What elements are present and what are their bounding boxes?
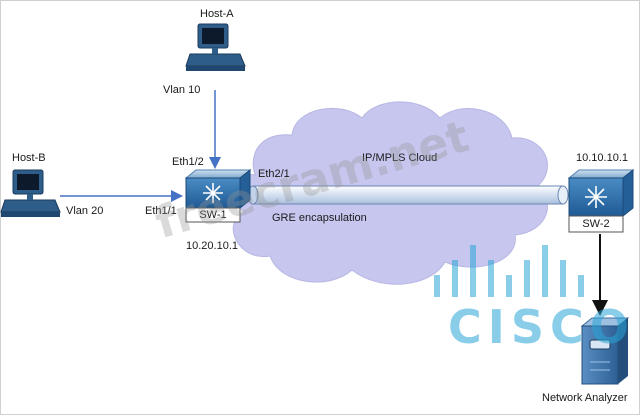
host-a-label: Host-A <box>200 8 234 20</box>
sw1-port-eth1-1: Eth1/1 <box>145 205 177 217</box>
sw2-ip: 10.10.10.1 <box>576 152 628 164</box>
cloud-label: IP/MPLS Cloud <box>362 152 438 164</box>
sw1-port-eth2-1: Eth2/1 <box>258 168 290 180</box>
gre-encapsulation-label: GRE encapsulation <box>272 212 367 224</box>
sw1-name: SW-1 <box>199 209 227 221</box>
sw1-switch-icon <box>184 168 252 223</box>
cisco-logo-bars <box>434 245 584 297</box>
network-analyzer-label: Network Analyzer <box>542 392 628 404</box>
host-b-vlan-label: Vlan 20 <box>66 205 104 217</box>
host-b-computer-icon <box>0 169 61 217</box>
sw1-port-eth1-2: Eth1/2 <box>172 156 204 168</box>
sw2-name: SW-2 <box>582 218 610 230</box>
host-a-computer-icon <box>185 23 246 71</box>
cisco-logo-text: CISCO <box>448 300 635 354</box>
host-a-vlan-label: Vlan 10 <box>163 84 201 96</box>
network-analyzer-icon <box>580 317 630 385</box>
host-b-label: Host-B <box>12 152 46 164</box>
sw2-switch-icon <box>567 168 635 233</box>
sw1-ip: 10.20.10.1 <box>186 240 238 252</box>
